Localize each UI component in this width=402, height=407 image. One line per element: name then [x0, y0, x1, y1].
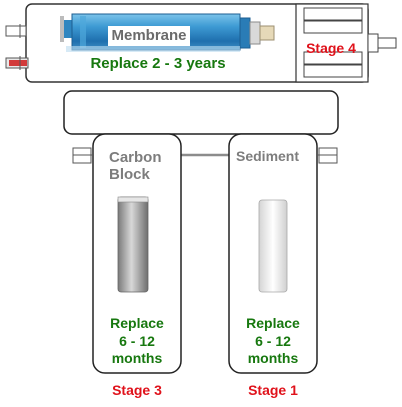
- stage-3-label: Stage 3: [112, 382, 162, 398]
- mounting-bracket: [63, 90, 339, 135]
- stage-1-label: Stage 1: [248, 382, 298, 398]
- carbon-cartridge: [117, 196, 149, 293]
- carbon-label-line1: Carbon: [109, 149, 162, 166]
- carbon-label-line2: Block: [109, 166, 150, 183]
- sediment-cartridge: [258, 199, 288, 293]
- sediment-replace-line2: 6 - 12: [255, 333, 291, 349]
- carbon-replace-line3: months: [111, 350, 163, 366]
- carbon-replace-line1: Replace: [110, 315, 164, 331]
- stage-4-label: Stage 4: [306, 40, 356, 56]
- membrane-label: Membrane: [108, 26, 190, 46]
- membrane-end-cap: [295, 3, 397, 83]
- sediment-replace-line1: Replace: [246, 315, 300, 331]
- membrane-replace-text: Replace 2 - 3 years: [90, 55, 226, 72]
- sediment-label: Sediment: [236, 148, 300, 164]
- carbon-replace-line2: 6 - 12: [119, 333, 155, 349]
- sediment-replace-line3: months: [247, 350, 299, 366]
